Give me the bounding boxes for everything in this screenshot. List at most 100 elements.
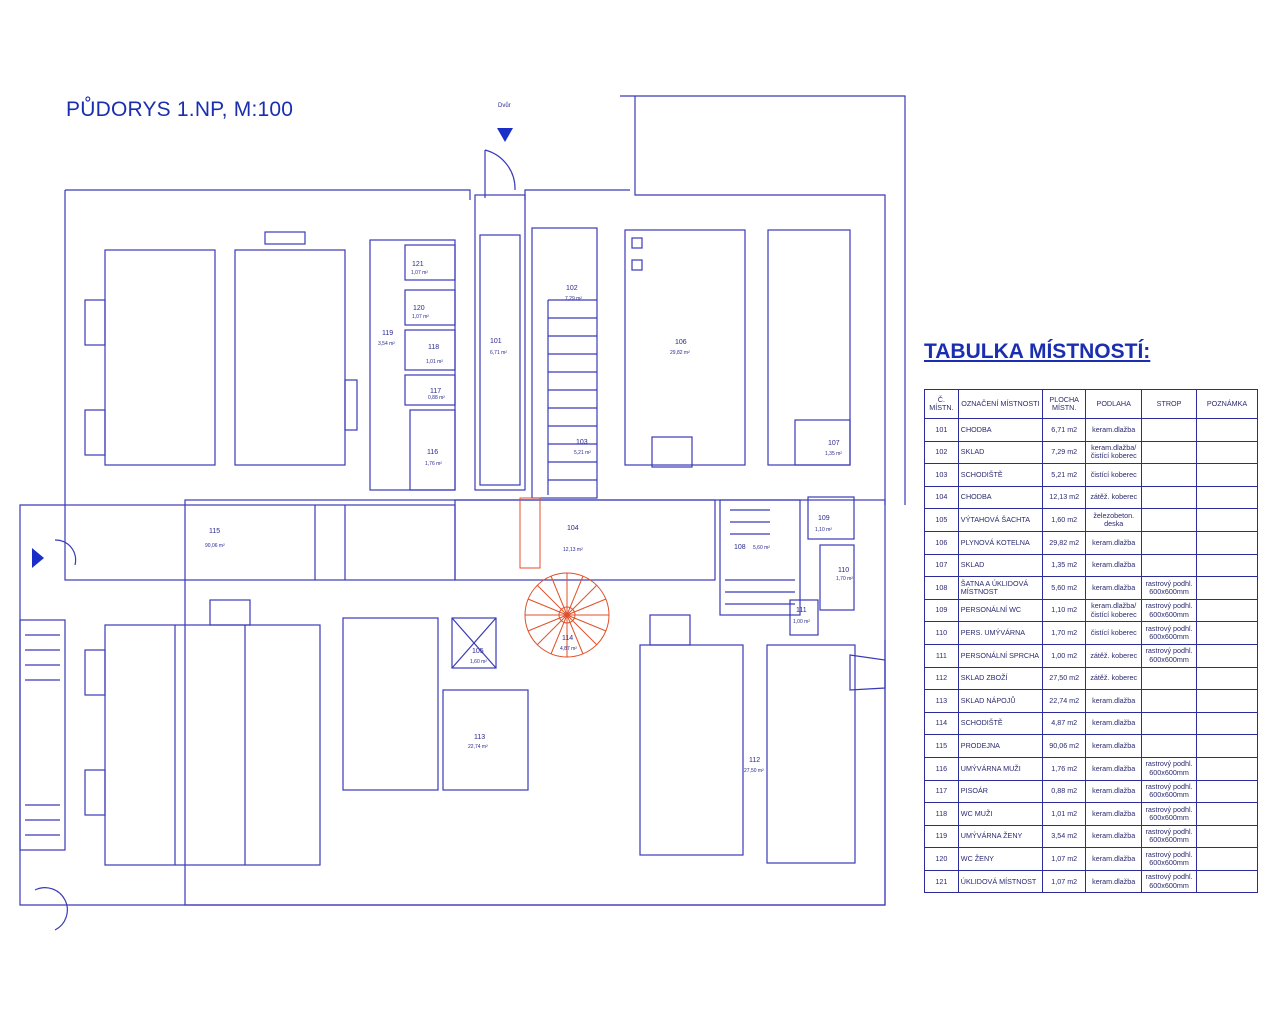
cell-note — [1196, 508, 1258, 532]
room-table-title: TABULKA MÍSTNOSTÍ: — [924, 340, 1151, 363]
cell-area: 0,88 m2 — [1041, 779, 1087, 804]
cell-note — [1196, 734, 1258, 758]
room-label: 102 — [566, 285, 578, 292]
cell-note — [1196, 756, 1258, 781]
entrance-label: Dvůr — [498, 102, 511, 109]
cell-number: 110 — [924, 621, 959, 645]
cell-ceiling: rastrový podhl. 600x600mm — [1140, 643, 1198, 668]
room-label: 107 — [828, 440, 840, 447]
cell-number: 111 — [924, 643, 959, 668]
cell-name: SKLAD — [957, 553, 1043, 578]
cell-floor: zátěž. koberec — [1085, 485, 1142, 510]
room-area: 22,74 m² — [468, 744, 488, 750]
room-label: 117 — [430, 388, 441, 395]
room-label: 120 — [413, 305, 425, 312]
room-label: 111 — [796, 607, 807, 614]
cell-area: 22,74 m2 — [1041, 689, 1087, 713]
room-area: 12,13 m² — [563, 547, 583, 553]
cell-name: WC MUŽI — [957, 802, 1043, 826]
cell-name: PLYNOVÁ KOTELNA — [957, 530, 1043, 555]
cell-floor: keram.dlažba — [1085, 734, 1142, 758]
cell-area: 5,21 m2 — [1041, 463, 1087, 487]
cell-name: SCHODIŠTĚ — [957, 463, 1043, 487]
col-header-name: OZNAČENÍ MÍSTNOSTI — [957, 389, 1043, 419]
cell-floor: keram.dlažba/ čistící koberec — [1085, 598, 1142, 623]
cell-note — [1196, 463, 1258, 487]
cell-number: 101 — [924, 418, 959, 442]
cell-name: SKLAD NÁPOJŮ — [957, 689, 1043, 713]
cell-name: CHODBA — [957, 418, 1043, 442]
cell-name: SKLAD — [957, 440, 1043, 465]
cell-number: 114 — [924, 711, 959, 736]
cell-number: 106 — [924, 530, 959, 555]
cell-note — [1196, 779, 1258, 804]
cell-area: 1,76 m2 — [1041, 756, 1087, 781]
cell-number: 102 — [924, 440, 959, 465]
cell-name: PISOÁR — [957, 779, 1043, 804]
room-area: 1,00 m² — [793, 619, 810, 625]
cell-floor: zátěž. koberec — [1085, 666, 1142, 691]
cell-ceiling: rastrový podhl. 600x600mm — [1140, 756, 1198, 781]
cell-floor: keram.dlažba — [1085, 418, 1142, 442]
cell-note — [1196, 418, 1258, 442]
cell-floor: keram.dlažba — [1085, 553, 1142, 578]
cell-number: 115 — [924, 734, 959, 758]
cell-number: 117 — [924, 779, 959, 804]
cell-floor: keram.dlažba — [1085, 576, 1142, 600]
cell-name: UMÝVÁRNA ŽENY — [957, 824, 1043, 849]
room-area: 1,01 m² — [426, 359, 443, 365]
cell-ceiling — [1140, 530, 1198, 555]
col-header-note: POZNÁMKA — [1196, 389, 1258, 419]
room-area: 3,54 m² — [378, 341, 395, 347]
cell-area: 12,13 m2 — [1041, 485, 1087, 510]
cell-floor: keram.dlažba — [1085, 824, 1142, 849]
cell-area: 1,35 m2 — [1041, 553, 1087, 578]
cell-number: 108 — [924, 576, 959, 600]
cell-floor: keram.dlažba — [1085, 530, 1142, 555]
cell-note — [1196, 689, 1258, 713]
room-area: 5,60 m² — [753, 545, 770, 551]
room-area: 1,60 m² — [470, 659, 487, 665]
col-header-floor: PODLAHA — [1085, 389, 1142, 419]
cell-area: 1,07 m2 — [1041, 869, 1087, 894]
cell-ceiling — [1140, 666, 1198, 691]
room-label: 101 — [490, 338, 502, 345]
cell-floor: čistící koberec — [1085, 621, 1142, 645]
cell-area: 4,87 m2 — [1041, 711, 1087, 736]
cell-note — [1196, 485, 1258, 510]
room-label: 114 — [562, 635, 573, 642]
cell-note — [1196, 621, 1258, 645]
room-label: 121 — [412, 261, 424, 268]
cell-number: 121 — [924, 869, 959, 894]
cell-name: VÝTAHOVÁ ŠACHTA — [957, 508, 1043, 532]
cell-note — [1196, 530, 1258, 555]
cell-number: 112 — [924, 666, 959, 691]
room-label: 116 — [427, 449, 438, 456]
room-area: 6,71 m² — [490, 350, 507, 356]
drawing-title: PŮDORYS 1.NP, M:100 — [66, 98, 294, 121]
cell-ceiling — [1140, 689, 1198, 713]
cell-area: 7,29 m2 — [1041, 440, 1087, 465]
room-area: 1,07 m² — [411, 270, 428, 276]
room-area: 4,87 m² — [560, 646, 577, 652]
cell-ceiling — [1140, 734, 1198, 758]
cell-ceiling: rastrový podhl. 600x600mm — [1140, 779, 1198, 804]
room-label: 112 — [749, 757, 760, 764]
room-label: 104 — [567, 525, 579, 532]
room-area: 29,82 m² — [670, 350, 690, 356]
col-header-ceiling: STROP — [1140, 389, 1198, 419]
cell-ceiling: rastrový podhl. 600x600mm — [1140, 802, 1198, 826]
plan-walls — [19, 95, 906, 931]
cell-name: PERSONÁLNÍ SPRCHA — [957, 643, 1043, 668]
cell-ceiling: rastrový podhl. 600x600mm — [1140, 869, 1198, 894]
exterior-stair — [19, 619, 66, 851]
